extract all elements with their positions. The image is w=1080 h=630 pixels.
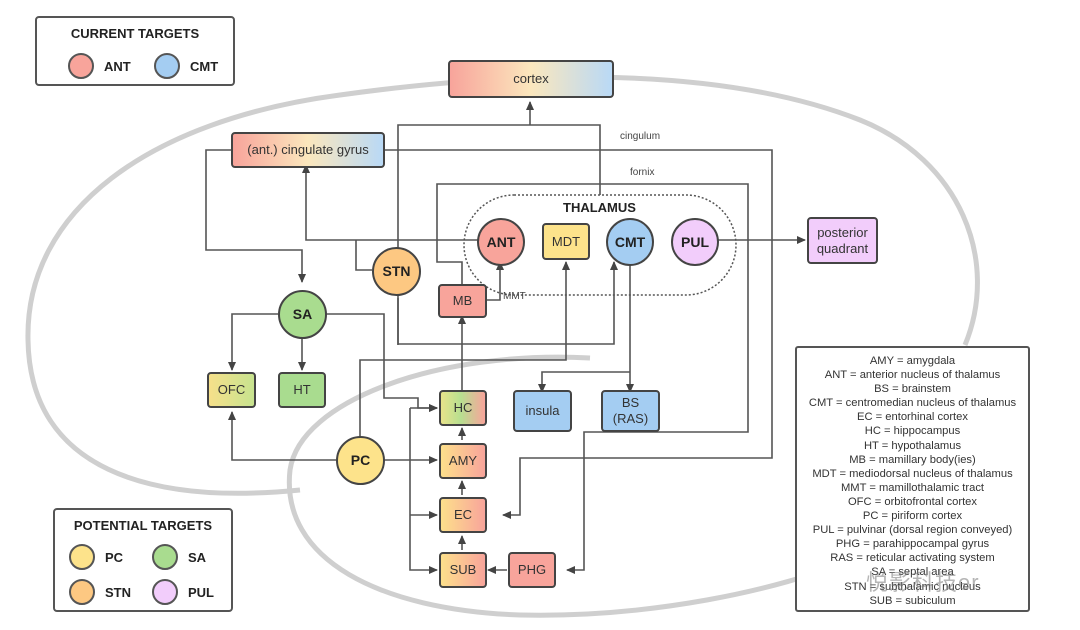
edge-cingulate-to-sa [205,149,306,283]
label-cingulum: cingulum [620,131,661,142]
legend-item-pul: PUL [152,579,214,605]
abbr-line: PC = piriform cortex [862,510,963,523]
legend-item-pc: PC [69,544,123,570]
label-mmt: MMT [503,291,526,302]
legend-item-ant: ANT [68,53,131,79]
abbr-line: BS = brainstem [874,383,951,396]
abbr-line: AMY = amygdala [869,355,956,367]
bs-line2: (RAS) [612,411,649,426]
edge-fornix [436,183,749,574]
node-sa: SA [278,290,327,339]
edge-cmt-to-insula [538,371,630,393]
posterior-line2: quadrant [816,240,869,256]
abbr-line: CMT = centromedian nucleus of thalamus [808,397,1017,410]
node-ofc: OFC [207,372,256,408]
legend-label: PUL [188,584,214,600]
edge-sa-to-hc [326,313,438,412]
node-bs-ras: BS (RAS) [601,390,660,432]
legend-label: CMT [190,58,219,74]
node-insula: insula [513,390,572,432]
node-phg: PHG [508,552,556,588]
thalamus-title: THALAMUS [563,200,636,215]
node-cortex: cortex [448,60,614,98]
abbr-line: ANT = anterior nucleus of thalamus [824,369,1001,382]
edge-stn-to-cmt [397,261,618,345]
edge-bus [409,408,438,574]
edge-pc-to-mdt [359,261,570,437]
edge-ant-to-cingulate [302,164,478,241]
legend-label: PC [105,549,124,565]
legend-label: ANT [104,58,131,74]
stn-swatch-icon [69,579,95,605]
label-fornix: fornix [630,167,655,178]
node-hc: HC [439,390,487,426]
legend-item-cmt: CMT [154,53,218,79]
node-mb: MB [438,284,487,318]
temporal-lobe-outline [286,354,851,618]
abbr-line: STN = subthalamic nucleus [844,580,981,593]
abbr-line: SUB = subiculum [869,594,956,607]
abbr-line: PHG = parahippocampal gyrus [835,538,990,551]
node-ant: ANT [477,218,525,266]
abbr-line: HT = hypothalamus [863,439,962,452]
node-stn: STN [372,247,421,296]
legend-label: STN [105,584,131,600]
abbr-line: RAS = reticular activating system [830,552,995,565]
legend-item-sa: SA [152,544,206,570]
bs-line1: BS [621,395,640,411]
abbreviations-legend: AMY = amygdala ANT = anterior nucleus of… [795,346,1030,612]
pc-swatch-icon [69,544,95,570]
edge-cingulum [385,149,773,519]
abbr-line: PUL = pulvinar (dorsal region conveyed) [812,524,1013,537]
edge-pc-to-ofc [228,411,336,461]
legend-label: SA [188,549,207,565]
abbr-line: MDT = mediodorsal nucleus of thalamus [812,467,1013,480]
ant-swatch-icon [68,53,94,79]
edge-cingulum-upper [397,124,601,345]
node-ht: HT [278,372,326,408]
edge-stn-link [355,240,372,271]
abbr-line: HC = hippocampus [864,425,961,438]
legend-item-stn: STN [69,579,131,605]
pul-swatch-icon [152,579,178,605]
node-cmt: CMT [606,218,654,266]
node-pc: PC [336,436,385,485]
abbr-line: EC = entorhinal cortex [856,411,968,424]
node-ec: EC [439,497,487,533]
abbr-line: OFC = orbitofrontal cortex [847,495,978,508]
abbr-line: MMT = mamillothalamic tract [840,481,985,494]
legend-current-targets: CURRENT TARGETS ANT CMT [35,16,235,86]
posterior-line1: posterior [817,224,868,240]
abbr-line: MB = mamillary body(ies) [849,453,976,466]
node-pul: PUL [671,218,719,266]
legend-potential-targets: POTENTIAL TARGETS PC SA STN PUL [53,508,233,612]
node-mdt: MDT [542,223,590,260]
legend-potential-title: POTENTIAL TARGETS [73,518,213,533]
cmt-swatch-icon [154,53,180,79]
node-cingulate-gyrus: (ant.) cingulate gyrus [231,132,385,168]
edge-sa-to-ofc [228,313,278,371]
legend-current-title: CURRENT TARGETS [70,26,200,41]
sa-swatch-icon [152,544,178,570]
edge-mb-to-ant [486,261,504,301]
node-amy: AMY [439,443,487,479]
node-posterior-quadrant: posterior quadrant [807,217,878,264]
thalamus-outline [463,194,737,296]
abbr-line: SA = septal area [871,566,954,579]
node-sub: SUB [439,552,487,588]
watermark: 悦影科技er [866,570,980,595]
brain-outline [25,74,980,496]
